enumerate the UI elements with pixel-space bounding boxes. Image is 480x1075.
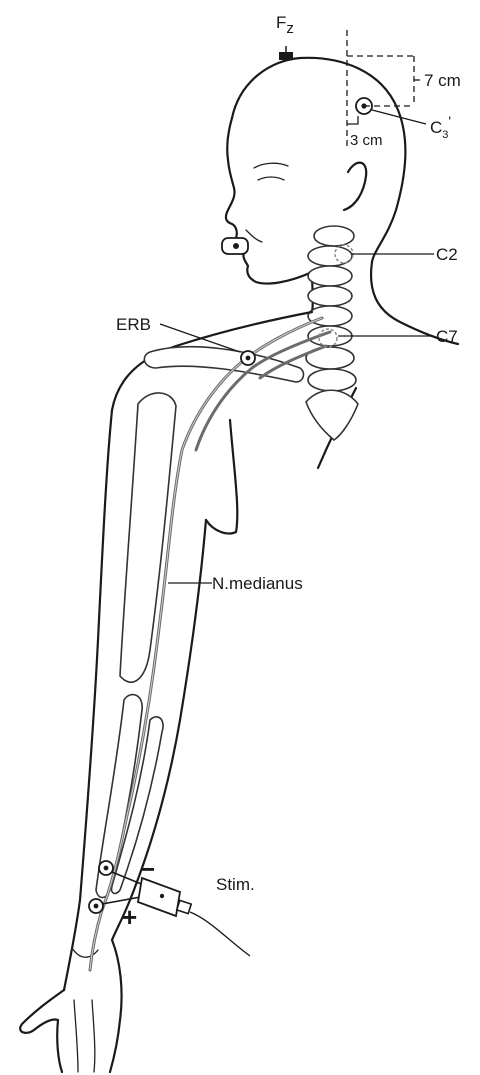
erb-electrode: [241, 351, 255, 365]
label-fz: Fz: [276, 13, 294, 37]
cervical-spine: [306, 226, 356, 391]
label-c2: C2: [436, 245, 458, 264]
label-n-medianus: N.medianus: [212, 574, 303, 593]
label-c7: C7: [436, 327, 458, 346]
label-c3-prime: ': [448, 113, 451, 129]
label-7cm: 7 cm: [424, 71, 461, 90]
label-3cm: 3 cm: [350, 132, 383, 149]
fz-electrode: [279, 46, 293, 60]
stim-anode-electrode: [89, 899, 103, 913]
label-fz-sub: z: [286, 20, 294, 37]
stim-cathode-electrode: [99, 861, 113, 875]
label-minus: −: [140, 854, 155, 884]
leader-lines: [160, 80, 434, 583]
label-plus: +: [122, 902, 137, 932]
label-c3-sub: 3: [442, 129, 448, 141]
label-c3: C3': [430, 113, 451, 141]
label-erb: ERB: [116, 315, 151, 334]
humerus: [120, 393, 176, 682]
label-stim: Stim.: [216, 875, 255, 894]
mouth-electrode: [222, 238, 248, 254]
scapula: [306, 390, 358, 440]
